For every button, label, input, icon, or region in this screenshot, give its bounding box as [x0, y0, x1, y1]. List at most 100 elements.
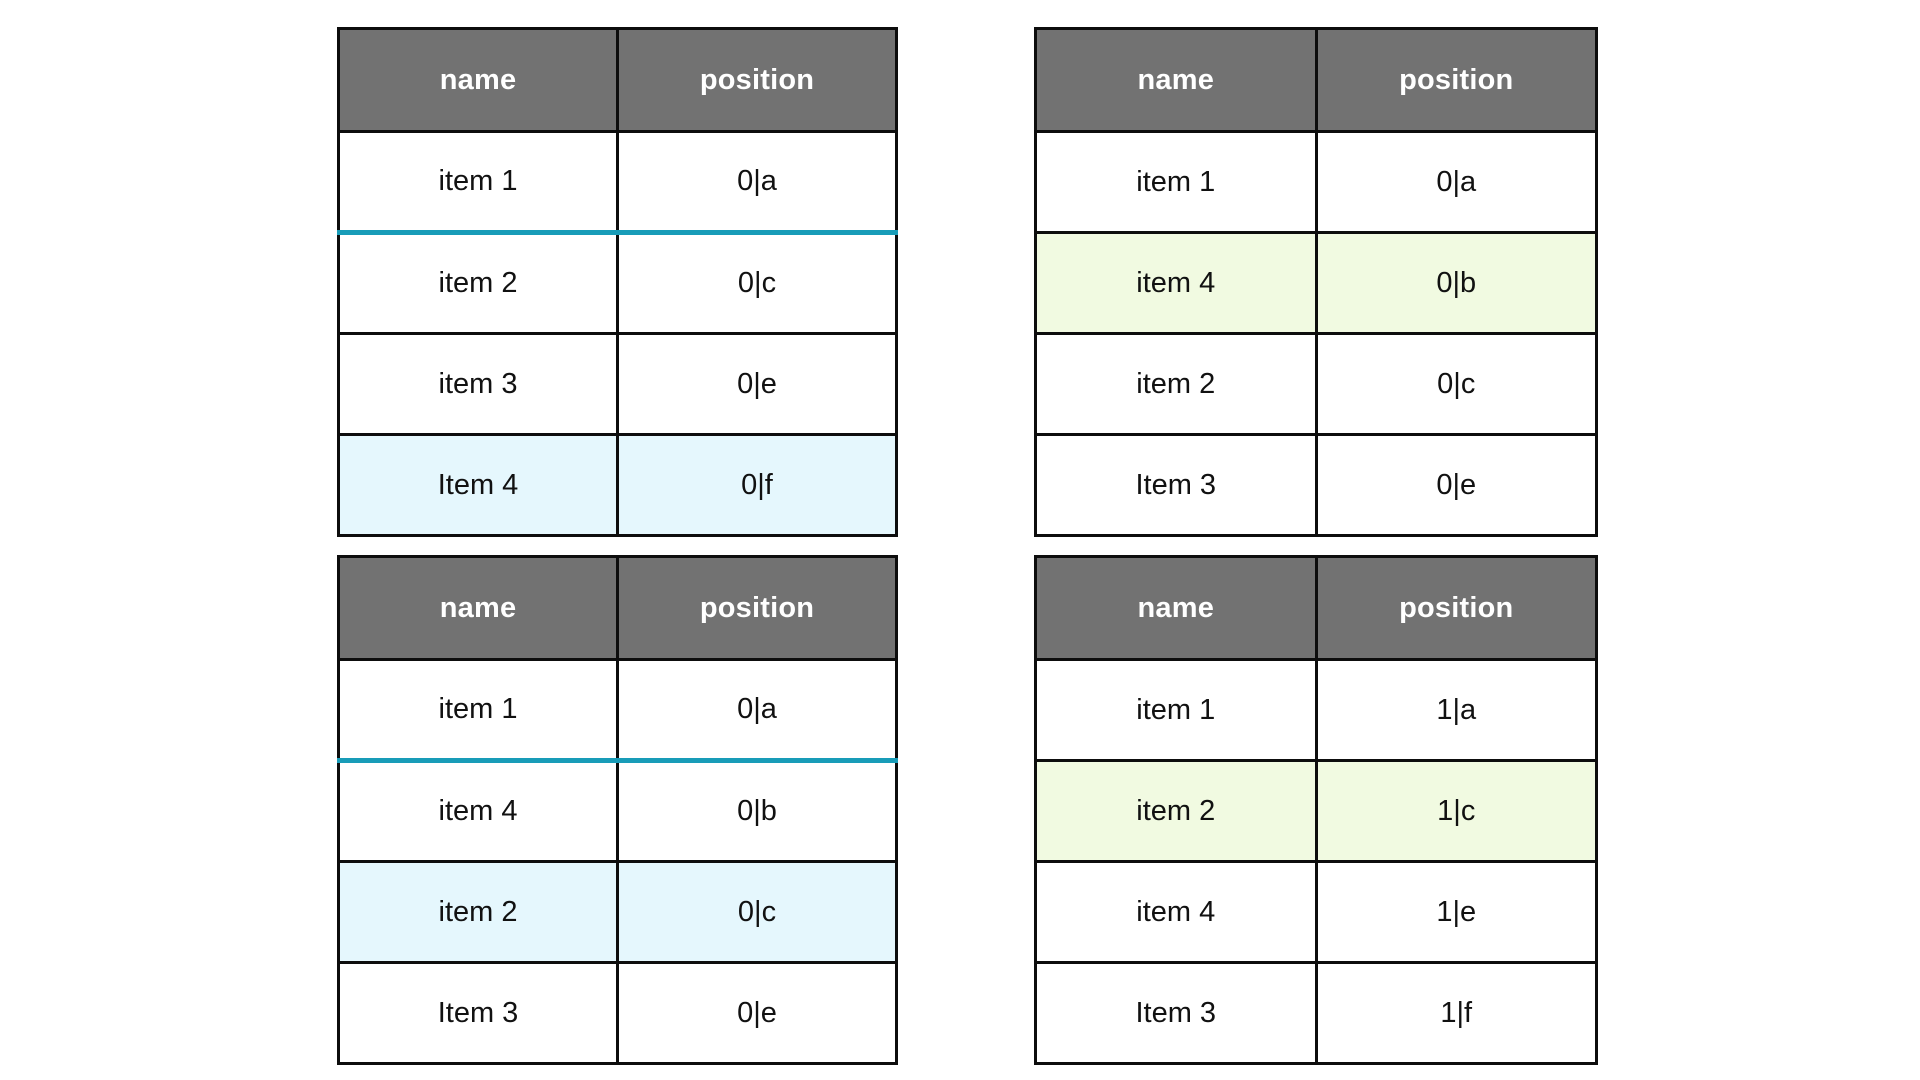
cell-name-text: item 2 — [438, 895, 518, 928]
cell-position[interactable]: 1|f — [1314, 961, 1598, 1065]
cell-name-text: Item 3 — [1135, 468, 1217, 501]
table-row[interactable]: item 3 0|e — [337, 332, 898, 436]
cell-position[interactable]: 1|c — [1314, 759, 1598, 863]
cell-position[interactable]: 0|e — [616, 332, 898, 436]
cell-position-text: 0|e — [737, 996, 777, 1029]
cell-position-text: 1|e — [1436, 895, 1477, 928]
cell-name-text: item 2 — [438, 267, 518, 299]
table-row[interactable]: Item 3 1|f — [1034, 961, 1598, 1065]
cell-position-text: 0|b — [737, 795, 777, 827]
cell-position[interactable]: 0|c — [616, 230, 898, 335]
table-row[interactable]: item 2 0|c — [337, 860, 898, 964]
cell-name-text: item 2 — [1136, 794, 1216, 827]
cell-position-text: 0|c — [737, 895, 777, 928]
table-row[interactable]: item 1 0|a — [337, 658, 898, 762]
cell-name[interactable]: item 1 — [337, 130, 619, 234]
cell-position-text: 0|c — [737, 267, 777, 299]
table-row[interactable]: Item 3 0|e — [1034, 433, 1598, 537]
cell-position[interactable]: 0|b — [1314, 231, 1598, 335]
cell-position[interactable]: 0|c — [1314, 332, 1598, 436]
column-header-position[interactable]: position — [1314, 27, 1598, 133]
cell-name[interactable]: item 4 — [1034, 860, 1318, 964]
cell-name-text: item 4 — [438, 795, 518, 827]
column-header-name[interactable]: name — [1034, 555, 1318, 661]
cell-position[interactable]: 0|e — [616, 961, 898, 1065]
cell-position-text: 0|e — [737, 367, 777, 400]
column-header-position[interactable]: position — [1314, 555, 1598, 661]
cell-name-text: item 1 — [438, 693, 518, 725]
table-row[interactable]: item 1 0|a — [337, 130, 898, 234]
cell-name[interactable]: item 4 — [1034, 231, 1318, 335]
column-header-name[interactable]: name — [337, 555, 619, 661]
cell-name[interactable]: Item 4 — [337, 433, 619, 537]
cell-name[interactable]: Item 3 — [1034, 433, 1318, 537]
cell-position[interactable]: 0|c — [616, 860, 898, 964]
cell-position-text: 0|f — [741, 468, 773, 501]
cell-position[interactable]: 0|a — [616, 130, 898, 234]
table-row[interactable]: item 1 1|a — [1034, 658, 1598, 762]
table-row[interactable]: item 4 0|b — [1034, 231, 1598, 335]
column-header-position[interactable]: position — [616, 555, 898, 661]
cell-name-text: item 1 — [1136, 693, 1216, 726]
cell-name[interactable]: item 2 — [1034, 332, 1318, 436]
cell-name[interactable]: item 1 — [1034, 658, 1318, 762]
cell-position-text: 0|a — [737, 693, 777, 725]
cell-position[interactable]: 0|a — [1314, 130, 1598, 234]
table-row[interactable]: Item 4 0|f — [337, 433, 898, 537]
cell-name[interactable]: item 1 — [337, 658, 619, 762]
cell-position[interactable]: 1|a — [1314, 658, 1598, 762]
cell-name[interactable]: item 2 — [1034, 759, 1318, 863]
cell-position[interactable]: 0|b — [616, 758, 898, 863]
table-row[interactable]: item 2 0|c — [337, 230, 898, 335]
cell-position[interactable]: 0|e — [1314, 433, 1598, 537]
cell-name-text: Item 3 — [437, 996, 519, 1029]
cell-position-text: 1|c — [1437, 794, 1476, 827]
cell-name[interactable]: item 2 — [337, 230, 619, 335]
cell-position-text: 0|e — [1436, 468, 1477, 501]
cell-position-text: 0|a — [1436, 165, 1477, 198]
cell-position-text: 1|f — [1440, 996, 1473, 1029]
cell-name[interactable]: item 1 — [1034, 130, 1318, 234]
cell-position-text: 0|a — [737, 165, 777, 197]
table-row[interactable]: item 4 0|b — [337, 758, 898, 863]
cell-name-text: item 1 — [438, 165, 518, 197]
cell-name-text: item 4 — [1136, 266, 1216, 299]
cell-name[interactable]: item 4 — [337, 758, 619, 863]
table-row[interactable]: item 2 0|c — [1034, 332, 1598, 436]
column-header-position[interactable]: position — [616, 27, 898, 133]
cell-name-text: item 2 — [1136, 367, 1216, 400]
cell-name-text: Item 4 — [437, 468, 519, 501]
column-header-name[interactable]: name — [337, 27, 619, 133]
cell-position-text: 0|c — [1437, 367, 1476, 400]
cell-name[interactable]: item 2 — [337, 860, 619, 964]
table-row[interactable]: item 1 0|a — [1034, 130, 1598, 234]
cell-position[interactable]: 0|a — [616, 658, 898, 762]
cell-name[interactable]: Item 3 — [1034, 961, 1318, 1065]
cell-position-text: 0|b — [1436, 266, 1477, 299]
cell-position[interactable]: 1|e — [1314, 860, 1598, 964]
table-row[interactable]: item 2 1|c — [1034, 759, 1598, 863]
cell-name-text: item 3 — [438, 367, 518, 400]
table-row[interactable]: Item 3 0|e — [337, 961, 898, 1065]
column-header-name[interactable]: name — [1034, 27, 1318, 133]
cell-name-text: item 4 — [1136, 895, 1216, 928]
table-row[interactable]: item 4 1|e — [1034, 860, 1598, 964]
cell-name[interactable]: item 3 — [337, 332, 619, 436]
cell-name[interactable]: Item 3 — [337, 961, 619, 1065]
cell-position[interactable]: 0|f — [616, 433, 898, 537]
cell-position-text: 1|a — [1436, 693, 1477, 726]
cell-name-text: Item 3 — [1135, 996, 1217, 1029]
